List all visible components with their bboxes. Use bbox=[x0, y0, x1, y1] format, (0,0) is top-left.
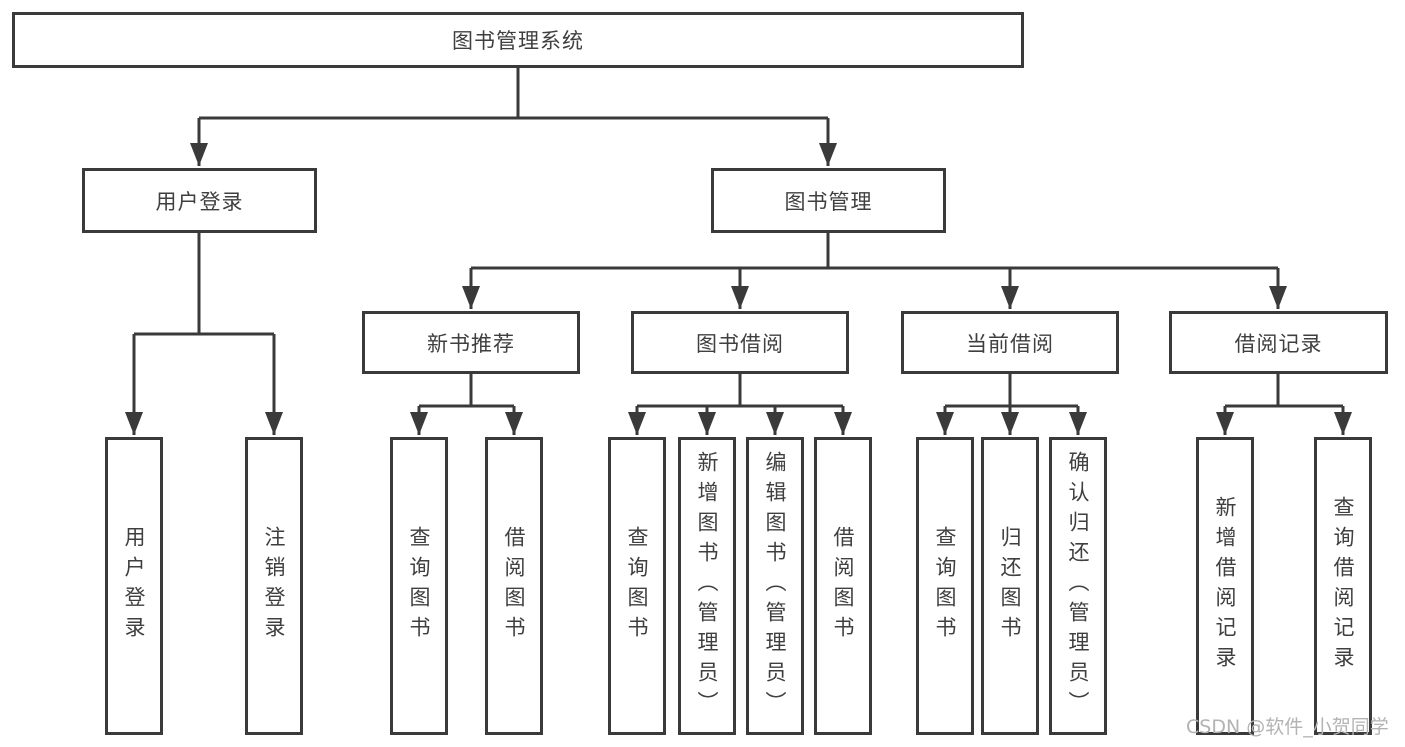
node-library-system: 图书管理系统 bbox=[12, 12, 1024, 68]
node-new-book-recommend: 新书推荐 bbox=[362, 311, 580, 374]
leaf-borrow-query-book-label: 查询图书 bbox=[625, 526, 649, 646]
leaf-newbook-query-book-label: 查询图书 bbox=[407, 526, 431, 646]
leaf-newbook-borrow-book: 借阅图书 bbox=[485, 437, 543, 735]
leaf-borrow-borrow-book-label: 借阅图书 bbox=[831, 526, 855, 646]
leaf-logout-label: 注销登录 bbox=[262, 526, 286, 646]
node-book-management-label: 图书管理 bbox=[784, 189, 873, 214]
leaf-current-return-book: 归还图书 bbox=[981, 437, 1039, 735]
leaf-borrow-edit-book-admin: 编辑图书（管理员） bbox=[746, 437, 804, 735]
leaf-current-query-book: 查询图书 bbox=[916, 437, 974, 735]
leaf-current-confirm-return-admin: 确认归还（管理员） bbox=[1049, 437, 1107, 735]
node-borrow-record-label: 借阅记录 bbox=[1234, 331, 1323, 356]
leaf-current-query-book-label: 查询图书 bbox=[933, 526, 957, 646]
leaf-current-confirm-return-admin-label: 确认归还（管理员） bbox=[1066, 451, 1090, 721]
leaf-borrow-add-book-admin-label: 新增图书（管理员） bbox=[695, 451, 719, 721]
leaf-user-login: 用户登录 bbox=[105, 437, 163, 735]
node-book-borrow-label: 图书借阅 bbox=[696, 331, 784, 356]
node-current-borrow-label: 当前借阅 bbox=[966, 331, 1054, 356]
node-library-system-label: 图书管理系统 bbox=[452, 29, 584, 53]
leaf-borrow-borrow-book: 借阅图书 bbox=[814, 437, 872, 735]
node-book-management: 图书管理 bbox=[711, 168, 946, 233]
node-user-login-label: 用户登录 bbox=[155, 189, 244, 214]
leaf-current-return-book-label: 归还图书 bbox=[998, 526, 1022, 646]
node-borrow-record: 借阅记录 bbox=[1169, 311, 1388, 374]
leaf-logout: 注销登录 bbox=[245, 437, 303, 735]
leaf-borrow-add-book-admin: 新增图书（管理员） bbox=[678, 437, 736, 735]
csdn-watermark: CSDN @软件_小贺同学 bbox=[1186, 716, 1389, 738]
leaf-record-add-borrow-record-label: 新增借阅记录 bbox=[1213, 496, 1237, 676]
leaf-newbook-query-book: 查询图书 bbox=[390, 437, 448, 735]
leaf-record-query-borrow-record: 查询借阅记录 bbox=[1314, 437, 1372, 735]
node-user-login: 用户登录 bbox=[82, 168, 317, 233]
leaf-newbook-borrow-book-label: 借阅图书 bbox=[502, 526, 526, 646]
leaf-record-query-borrow-record-label: 查询借阅记录 bbox=[1331, 496, 1355, 676]
leaf-borrow-edit-book-admin-label: 编辑图书（管理员） bbox=[763, 451, 787, 721]
node-new-book-recommend-label: 新书推荐 bbox=[427, 331, 515, 356]
node-book-borrow: 图书借阅 bbox=[631, 311, 849, 374]
leaf-user-login-label: 用户登录 bbox=[122, 526, 146, 646]
leaf-record-add-borrow-record: 新增借阅记录 bbox=[1196, 437, 1254, 735]
leaf-borrow-query-book: 查询图书 bbox=[608, 437, 666, 735]
node-current-borrow: 当前借阅 bbox=[901, 311, 1119, 374]
